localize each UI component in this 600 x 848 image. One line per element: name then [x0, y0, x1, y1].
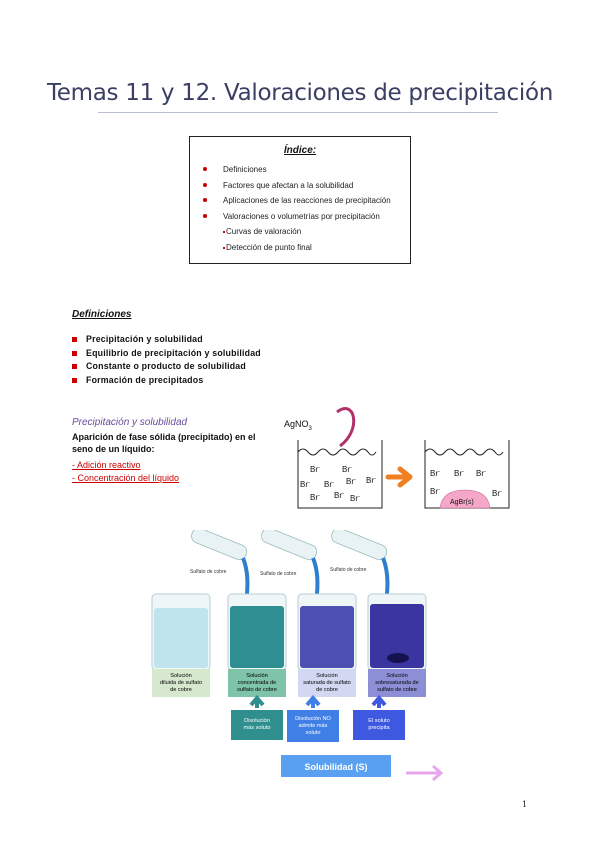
- svg-text:diluida de sulfato: diluida de sulfato: [160, 680, 202, 686]
- svg-text:Solución: Solución: [316, 673, 337, 679]
- solution-label-1: Solución diluida de sulfato de cobre: [152, 669, 210, 697]
- link-adicion-reactivo[interactable]: - Adición reactivo: [72, 460, 141, 470]
- solubility-axis-box: [281, 755, 391, 777]
- svg-text:Solución: Solución: [386, 673, 407, 679]
- solubility-axis-label: Solubilidad (S): [305, 762, 368, 772]
- pour-tube-2: [261, 530, 320, 603]
- svg-text:admite más: admite más: [299, 723, 328, 729]
- svg-text:sulfato de cobre: sulfato de cobre: [377, 687, 417, 693]
- solution-label-4: Solución sobresaturada de sulfato de cob…: [368, 669, 426, 697]
- index-subitem: Detección de punto final: [190, 240, 410, 256]
- pour-tube-3: [331, 530, 390, 603]
- bromide-ions-right: Br- Br- Br- Br- Br-: [430, 469, 502, 498]
- title-underline: [98, 112, 498, 113]
- precipitate-blob: [387, 653, 409, 663]
- svg-text:soluto: soluto: [306, 730, 321, 736]
- up-arrow-2: [305, 694, 321, 708]
- beaker-diluted: [151, 593, 211, 671]
- svg-text:El soluto: El soluto: [368, 718, 389, 724]
- svg-text:sobresaturada de: sobresaturada de: [375, 680, 419, 686]
- bromide-ion: Br-: [310, 493, 320, 502]
- section-text: Aparición de fase sólida (precipitado) e…: [72, 432, 256, 454]
- beaker-concentrated: [227, 593, 287, 671]
- liquid-surface-left: [297, 448, 377, 456]
- svg-text:de cobre: de cobre: [316, 687, 338, 693]
- pour-label: Sulfato de cobre: [330, 567, 367, 573]
- definition-item: Equilibrio de precipitación y solubilida…: [72, 347, 261, 361]
- up-arrow-3: [371, 694, 387, 708]
- bromide-ion: Br-: [300, 480, 310, 489]
- solubility-figure: Sulfato de cobre Sulfato de cobre Sulfat…: [151, 530, 444, 782]
- svg-text:Disolución NO: Disolución NO: [295, 716, 331, 722]
- svg-text:saturada de sulfato: saturada de sulfato: [303, 680, 351, 686]
- agbr-precipitate: [439, 489, 491, 509]
- bromide-ion: Br-: [324, 480, 334, 489]
- bromide-ion: Br-: [342, 465, 352, 474]
- svg-text:Solución: Solución: [170, 673, 191, 679]
- bromide-ion: Br-: [334, 491, 344, 500]
- reagent-pour-arc: [336, 407, 356, 448]
- svg-text:más soluto: más soluto: [243, 725, 270, 731]
- index-list: Definiciones Factores que afectan a la s…: [190, 162, 410, 255]
- index-item: Definiciones: [190, 162, 410, 178]
- up-arrow-1: [249, 694, 265, 708]
- pour-label: Sulfato de cobre: [260, 571, 297, 577]
- note-box-2: Disolución NO admite más soluto: [287, 710, 339, 742]
- svg-text:Solución: Solución: [246, 673, 267, 679]
- svg-text:de cobre: de cobre: [170, 687, 192, 693]
- index-item: Factores que afectan a la solubilidad: [190, 178, 410, 194]
- bromide-ions-left: Br- Br- Br- Br- Br- Br- Br- Br- Br-: [300, 465, 376, 503]
- beaker-supersaturated: [367, 593, 427, 671]
- svg-text:concentrada de: concentrada de: [238, 680, 277, 686]
- reaction-arrow: [385, 466, 413, 488]
- note-box-1: Disolución más soluto: [231, 710, 283, 740]
- svg-text:precipita: precipita: [368, 725, 390, 731]
- definition-item: Precipitación y solubilidad: [72, 333, 261, 347]
- reagent-label: AgNO3: [284, 419, 313, 432]
- definitions-heading: Definiciones: [72, 309, 132, 320]
- index-item: Valoraciones o volumetrías por precipita…: [190, 209, 410, 225]
- bromide-ion: Br-: [430, 469, 440, 478]
- section-heading: Precipitación y solubilidad: [72, 417, 188, 428]
- beaker-left: [297, 440, 383, 509]
- index-box: Índice: Definiciones Factores que afecta…: [189, 136, 411, 264]
- definition-item: Constante o producto de solubilidad: [72, 360, 261, 374]
- definition-item: Formación de precipitados: [72, 374, 261, 388]
- page-number: 1: [522, 800, 528, 809]
- beaker-saturated: [297, 593, 357, 671]
- index-title: Índice:: [283, 145, 317, 156]
- solution-label-2: Solución concentrada de sulfato de cobre: [228, 669, 286, 697]
- svg-text:Disolución: Disolución: [244, 718, 270, 724]
- bromide-ion: Br-: [366, 476, 376, 485]
- definitions-list: Precipitación y solubilidad Equilibrio d…: [72, 333, 261, 387]
- bromide-ion: Br-: [492, 489, 502, 498]
- bromide-ion: Br-: [310, 465, 320, 474]
- bromide-ion: Br-: [346, 477, 356, 486]
- index-subitem: Curvas de valoración: [190, 224, 410, 240]
- svg-text:sulfato de cobre: sulfato de cobre: [237, 687, 277, 693]
- liquid-surface-right: [424, 448, 504, 456]
- link-concentracion-liquido[interactable]: - Concentración del líquido: [72, 473, 180, 483]
- precipitate-label: AgBr(s): [450, 499, 474, 506]
- note-box-3: El soluto precipita: [353, 710, 405, 740]
- page-title: Temas 11 y 12. Valoraciones de precipita…: [46, 80, 554, 106]
- solubility-arrow: [406, 764, 444, 782]
- index-item: Aplicaciones de las reacciones de precip…: [190, 193, 410, 209]
- bromide-ion: Br-: [454, 469, 464, 478]
- pour-tube-1: [191, 530, 250, 603]
- solution-label-3: Solución saturada de sulfato de cobre: [298, 669, 356, 697]
- bromide-ion: Br-: [350, 494, 360, 503]
- bromide-ion: Br-: [476, 469, 486, 478]
- pour-label: Sulfato de cobre: [190, 569, 227, 575]
- precipitation-reaction-figure: AgNO3 Br- Br- Br- Br- Br- Br- Br- Br- Br…: [284, 407, 510, 509]
- bromide-ion: Br-: [430, 487, 440, 496]
